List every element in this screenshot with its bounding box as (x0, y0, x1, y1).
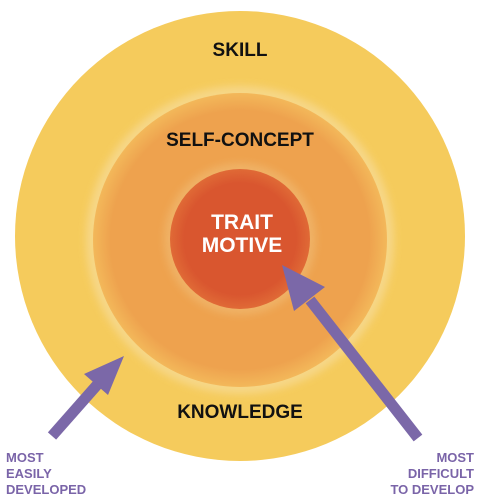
trait-label: TRAIT (211, 211, 273, 234)
left-arrow-icon (47, 356, 124, 440)
skill-label: SKILL (213, 40, 268, 61)
core-trait-motive (170, 169, 310, 309)
left-note-line-1: MOST (6, 450, 44, 465)
self-concept-label: SELF-CONCEPT (166, 130, 314, 151)
left-note-line-2: EASILY (6, 466, 52, 481)
left-note: MOST EASILY DEVELOPED (6, 450, 86, 497)
right-note-line-1: MOST (436, 450, 474, 465)
right-arrow-icon (282, 265, 423, 442)
motive-label: MOTIVE (202, 234, 283, 257)
right-note-line-3: TO DEVELOP (390, 482, 474, 497)
right-note: MOST DIFFICULT TO DEVELOP (390, 450, 474, 497)
left-note-line-3: DEVELOPED (6, 482, 86, 497)
knowledge-label: KNOWLEDGE (177, 402, 303, 423)
right-note-line-2: DIFFICULT (408, 466, 474, 481)
